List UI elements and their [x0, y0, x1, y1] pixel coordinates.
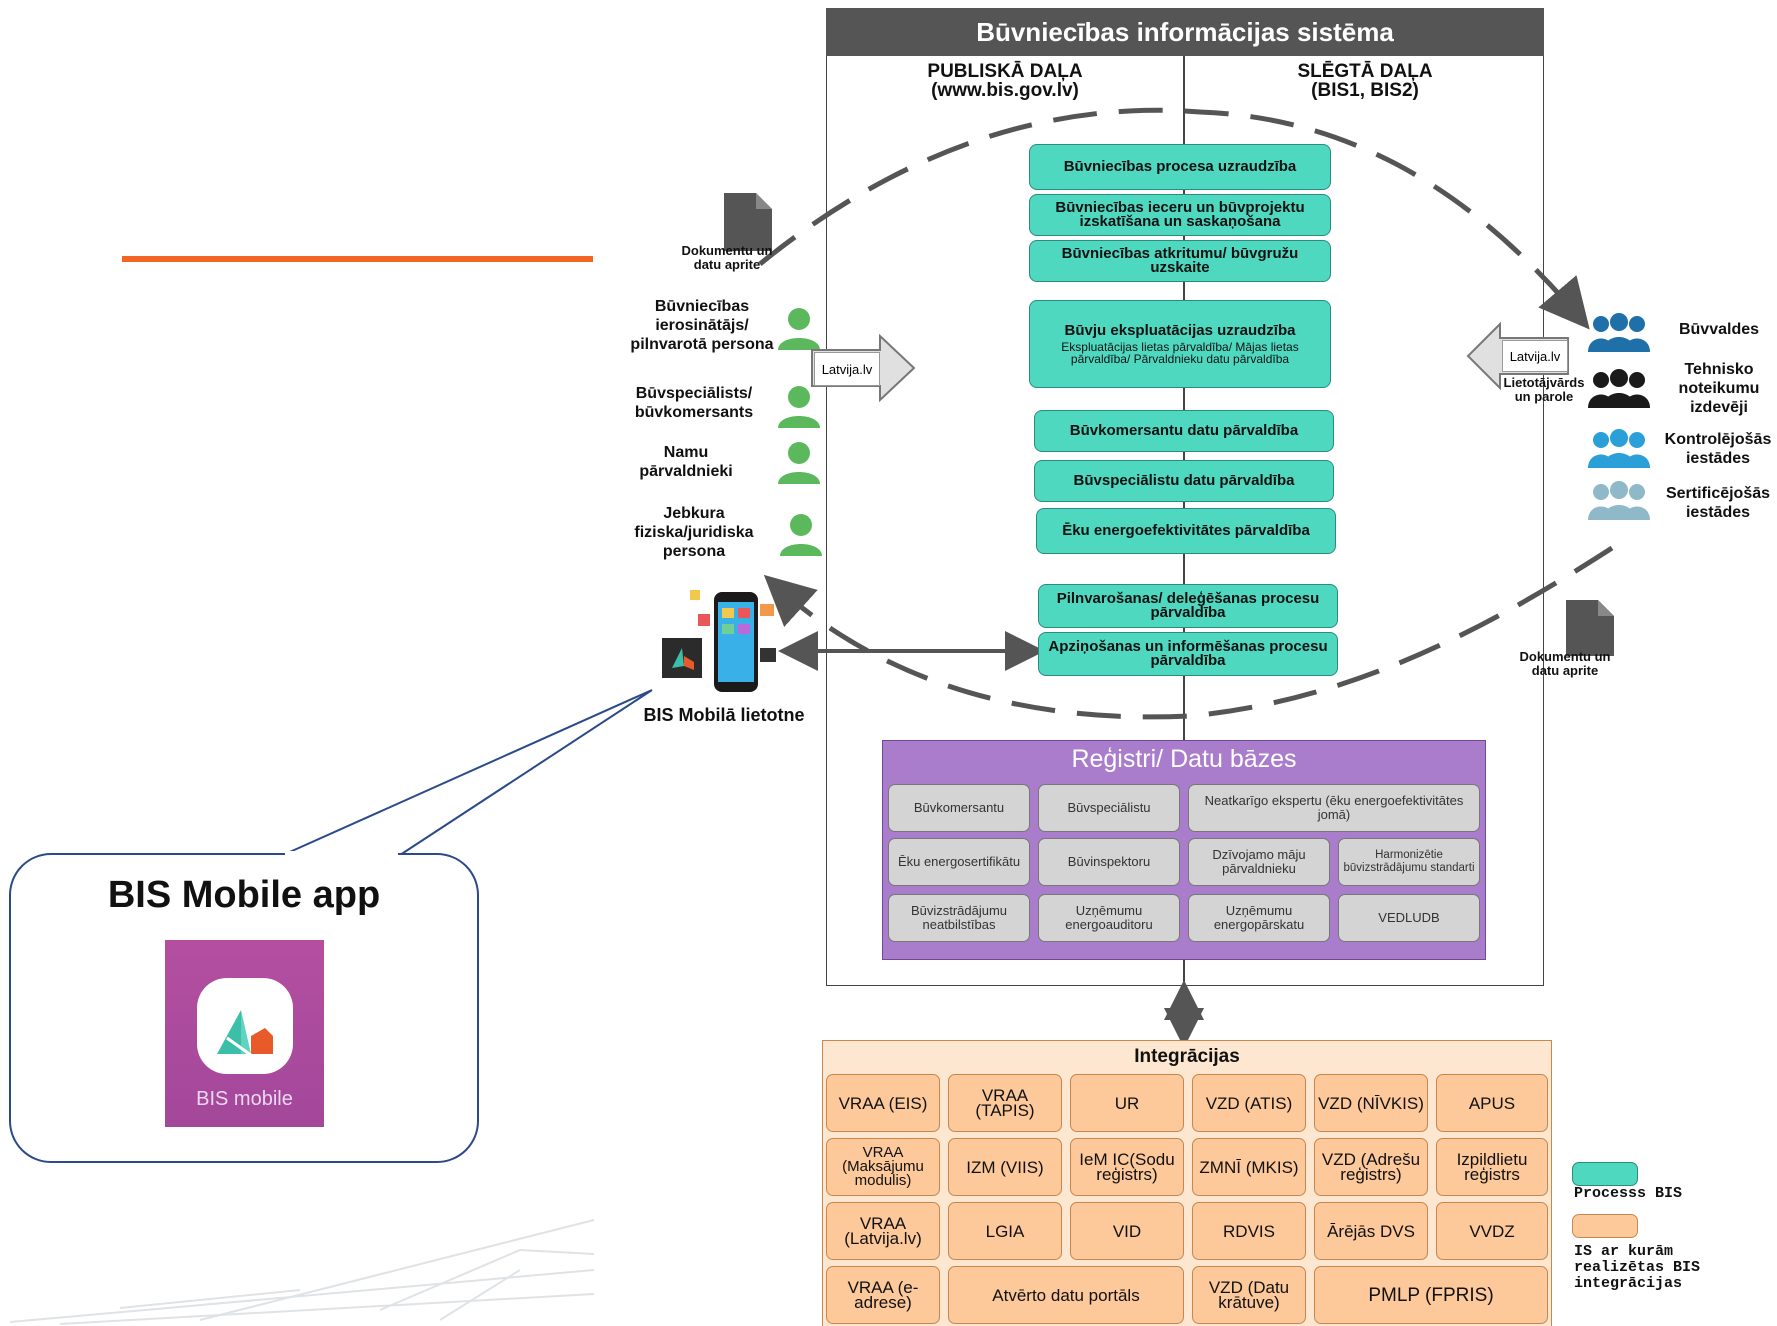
latvija-label-left: Latvija.lv	[814, 352, 880, 386]
registry-item: Būvkomersantu	[888, 784, 1030, 832]
bis-app-icon: BIS mobile	[165, 940, 324, 1127]
doc-flow-label-left: Dokumentu un datu aprite	[681, 243, 773, 272]
mobile-label: BIS Mobilā lietotne	[643, 705, 805, 725]
user-icon	[780, 514, 822, 556]
closed-section-heading: SLĒGTĀ DAĻA (BIS1, BIS2)	[1240, 62, 1490, 100]
legend-process-swatch	[1572, 1162, 1638, 1186]
login-label: Lietotājvārds un parole	[1503, 375, 1585, 404]
integration-item: VZD (ATIS)	[1192, 1074, 1306, 1132]
integration-item: VRAA (Maksājumu modulis)	[826, 1138, 940, 1196]
system-title: Būvniecības informācijas sistēma	[976, 16, 1394, 47]
integration-item: VRAA (Latvija.lv)	[826, 1202, 940, 1260]
integration-item: ZMNĪ (MKIS)	[1192, 1138, 1306, 1196]
group-label-certifying: Sertificējošās iestādes	[1665, 485, 1771, 521]
integration-item: Izpildlietu reģistrs	[1436, 1138, 1548, 1196]
process-notification: Apziņošanas un informēšanas procesu pārv…	[1038, 632, 1338, 676]
registry-title: Reģistri/ Datu bāzes	[1071, 744, 1297, 773]
integrations-title: Integrācijas	[1134, 1046, 1240, 1067]
user-label-initiator: Būvniecības ierosinātājs/ pilnvarotā per…	[630, 298, 774, 353]
integration-item: IZM (VIIS)	[948, 1138, 1062, 1196]
legend-integration-swatch	[1572, 1214, 1638, 1238]
integration-item: VRAA (e-adrese)	[826, 1266, 940, 1324]
document-icon	[724, 193, 772, 251]
registry-item: Būvspeciālistu	[1038, 784, 1180, 832]
integration-item: VVDZ	[1436, 1202, 1548, 1260]
system-title-bar: Būvniecības informācijas sistēma	[826, 8, 1544, 56]
group-icon	[1588, 369, 1650, 408]
integration-item: VZD (Datu krātuve)	[1192, 1266, 1306, 1324]
legend-process-label: Processs BIS	[1574, 1185, 1683, 1202]
document-icon	[1566, 600, 1614, 656]
registry-item: Būvizstrādājumu neatbilstības	[888, 894, 1030, 942]
latvija-label-right: Latvija.lv	[1502, 340, 1568, 372]
integration-item: LGIA	[948, 1202, 1062, 1260]
process-operation-supervision: Būvju ekspluatācijas uzraudzība Ekspluat…	[1029, 300, 1331, 388]
callout-title: BIS Mobile app	[107, 873, 381, 916]
integration-item: UR	[1070, 1074, 1184, 1132]
user-icon	[778, 308, 820, 350]
callout-pointer	[282, 689, 653, 856]
process-contractor-data: Būvkomersantu datu pārvaldība	[1034, 410, 1334, 452]
legend-integration-label: IS ar kurām realizētas BIS integrācijas	[1574, 1243, 1701, 1292]
registry-item: Dzīvojamo māju pārvaldnieku	[1188, 838, 1330, 886]
closed-sub: (BIS1, BIS2)	[1311, 80, 1419, 101]
blueprint-decoration	[0, 1210, 594, 1326]
integration-item: APUS	[1436, 1074, 1548, 1132]
process-waste-accounting: Būvniecības atkritumu/ būvgružu uzskaite	[1029, 240, 1331, 282]
process-operation-sub: Ekspluatācijas lietas pārvaldība/ Mājas …	[1061, 339, 1299, 366]
integration-item: VZD (Adrešu reģistrs)	[1314, 1138, 1428, 1196]
integration-item: VRAA (TAPIS)	[948, 1074, 1062, 1132]
bis-app-icon-tile	[197, 978, 293, 1074]
process-energy-efficiency: Ēku energoefektivitātes pārvaldība	[1036, 508, 1336, 554]
public-section-heading: PUBLISKĀ DAĻA (www.bis.gov.lv)	[880, 62, 1130, 100]
registry-item: Būvinspektoru	[1038, 838, 1180, 886]
group-icon	[1588, 313, 1650, 352]
mobile-phone-icon	[662, 590, 776, 692]
user-icon	[778, 442, 820, 484]
user-label-managers: Namu pārvaldnieki	[639, 444, 733, 480]
integration-item: VZD (NĪVKIS)	[1314, 1074, 1428, 1132]
integration-item: PMLP (FPRIS)	[1314, 1266, 1548, 1324]
integration-item: IeM IC(Sodu reģistrs)	[1070, 1138, 1184, 1196]
dashed-cycle	[758, 107, 1614, 720]
public-title: PUBLISKĀ DAĻA	[927, 61, 1083, 82]
callout-gap-cover	[285, 851, 398, 856]
accent-line	[122, 256, 593, 262]
integration-item: Ārējās DVS	[1314, 1202, 1428, 1260]
group-icon	[1588, 429, 1650, 468]
integration-item: RDVIS	[1192, 1202, 1306, 1260]
integration-item: VID	[1070, 1202, 1184, 1260]
user-label-specialist: Būvspeciālists/ būvkomersants	[634, 385, 754, 421]
user-icon	[778, 386, 820, 428]
integration-item: Atvērto datu portāls	[948, 1266, 1184, 1324]
registry-item: Uzņēmumu energoauditoru	[1038, 894, 1180, 942]
bis-app-icon-text: BIS mobile	[196, 1087, 293, 1110]
registry-item: VEDLUDB	[1338, 894, 1480, 942]
process-project-review: Būvniecības ieceru un būvprojektu izskat…	[1029, 194, 1331, 236]
process-specialist-data: Būvspeciālistu datu pārvaldība	[1034, 460, 1334, 502]
registry-item: Neatkarīgo ekspertu (ēku energoefektivit…	[1188, 784, 1480, 832]
registry-item: Uzņēmumu energopārskatu	[1188, 894, 1330, 942]
registry-item: Harmonizētie būvizstrādājumu standarti	[1338, 838, 1480, 886]
user-label-any-person: Jebkura fiziska/juridiska persona	[634, 505, 754, 560]
integration-item: VRAA (EIS)	[826, 1074, 940, 1132]
registry-item: Ēku energosertifikātu	[888, 838, 1030, 886]
process-delegation: Pilnvarošanas/ deleģēšanas procesu pārva…	[1038, 584, 1338, 628]
process-construction-supervision: Būvniecības procesa uzraudzība	[1029, 144, 1331, 190]
doc-flow-label-right: Dokumentu un datu aprite	[1519, 649, 1611, 678]
group-label-building-boards: Būvvaldes	[1678, 321, 1760, 338]
group-label-controlling: Kontrolējošās iestādes	[1664, 431, 1772, 467]
bis-logo-icon	[217, 1010, 273, 1060]
public-url: (www.bis.gov.lv)	[931, 80, 1079, 101]
group-icon	[1588, 481, 1650, 520]
group-label-technical-issuers: Tehnisko noteikumu izdevēji	[1678, 361, 1760, 416]
closed-title: SLĒGTĀ DAĻA	[1297, 61, 1433, 82]
